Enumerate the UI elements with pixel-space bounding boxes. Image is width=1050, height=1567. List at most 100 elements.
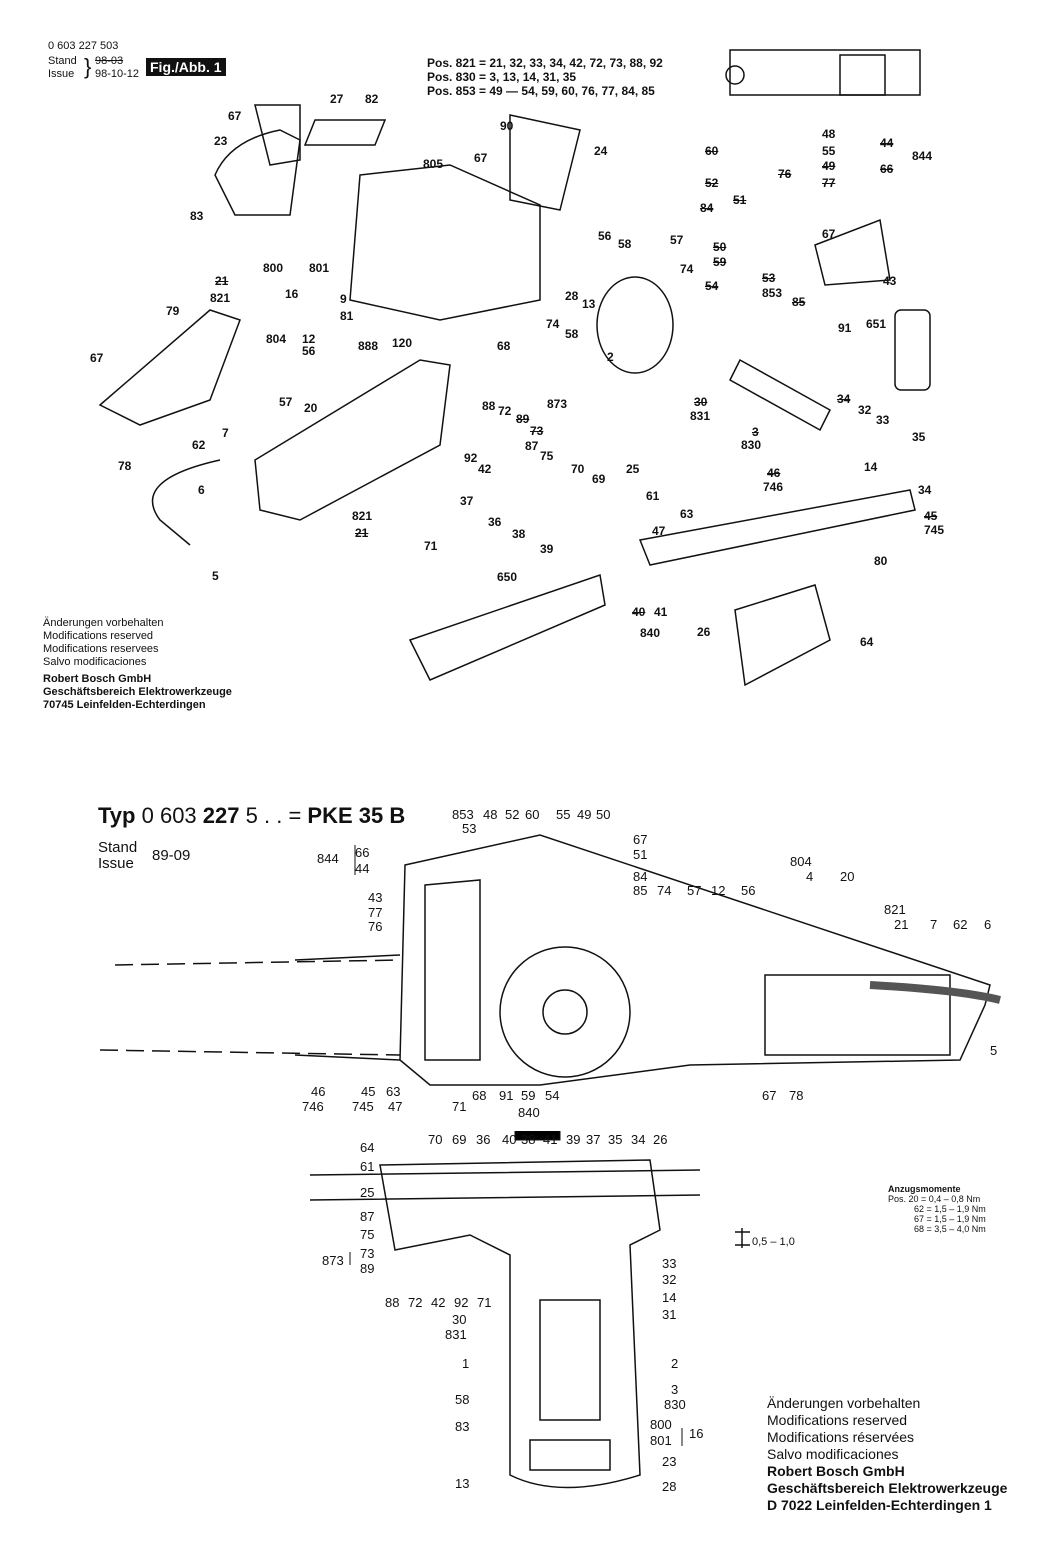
callout: 54 — [545, 1088, 560, 1103]
callout: 30 — [452, 1312, 467, 1327]
cord-sleeve — [869, 981, 1001, 1004]
callout: 40 — [502, 1132, 517, 1147]
callout: 32 — [858, 403, 872, 417]
callout: 59 — [713, 255, 727, 269]
gearbox-section — [379, 1159, 661, 1489]
bar-rails — [309, 1169, 701, 1201]
callout: 58 — [618, 237, 632, 251]
callout: 56 — [302, 344, 316, 358]
notice-line: Änderungen vorbehalten — [767, 1395, 921, 1411]
callout: 853 — [452, 807, 474, 822]
motor-symbol — [725, 65, 745, 85]
callout: 52 — [505, 807, 520, 822]
callout: 53 — [762, 271, 776, 285]
callout: 13 — [582, 297, 596, 311]
notice-line: Modifications reservees — [43, 643, 159, 655]
callout: 27 — [330, 92, 344, 106]
callout: 120 — [392, 336, 413, 350]
callout: 12 — [302, 332, 316, 346]
callout: 821 — [884, 902, 906, 917]
bar-guard-650 — [408, 574, 606, 681]
stand-value: 98-03 — [95, 55, 124, 67]
callout: 53 — [462, 821, 477, 836]
callout: 72 — [498, 404, 512, 418]
callout: 52 — [705, 176, 719, 190]
gap-note: 0,5 – 1,0 — [752, 1236, 795, 1248]
callout: 67 — [474, 151, 488, 165]
housing-half-right — [254, 359, 451, 521]
callout: 801 — [309, 261, 330, 275]
callout: 16 — [689, 1426, 704, 1441]
callout: 90 — [500, 119, 514, 133]
callout: 57 — [670, 233, 684, 247]
callout: 805 — [423, 157, 444, 171]
callout: 9 — [340, 292, 347, 306]
callout: 36 — [488, 515, 502, 529]
callout: 35 — [608, 1132, 623, 1147]
callout: 888 — [358, 339, 379, 353]
torque-title: Anzugsmomente — [888, 1184, 961, 1194]
callout: 55 — [822, 144, 836, 158]
guide-bar — [638, 489, 916, 566]
callout: 33 — [662, 1256, 677, 1271]
callout: 67 — [822, 227, 836, 241]
torque-row: Pos. 20 = 0,4 – 0,8 Nm — [888, 1194, 981, 1204]
oil-bottle-651 — [894, 309, 931, 391]
callout: 13 — [455, 1476, 470, 1491]
callout: 3 — [671, 1382, 679, 1397]
pos-note-830: Pos. 830 = 3, 13, 14, 31, 35 — [427, 70, 577, 84]
notice-line: Modifications reserved — [43, 630, 154, 642]
callout: 92 — [454, 1295, 469, 1310]
callout: 78 — [789, 1088, 804, 1103]
assembly-view-shapes — [99, 834, 1001, 1086]
callout: 38 — [512, 527, 526, 541]
callout: 3 — [752, 425, 759, 439]
rear-handle-shape — [214, 129, 301, 216]
notice-division: Geschäftsbereich Elektrowerkzeuge — [43, 686, 232, 698]
callout: 7 — [222, 426, 229, 440]
callout: 23 — [662, 1454, 677, 1469]
callout: 20 — [840, 869, 855, 884]
callout: 21 — [894, 917, 909, 932]
chain-cover-26 — [734, 584, 831, 687]
callout: 830 — [664, 1397, 686, 1412]
callout: 60 — [525, 807, 540, 822]
callout: 92 — [464, 451, 478, 465]
callout: 821 — [210, 291, 231, 305]
callout: 88 — [385, 1295, 400, 1310]
callout: 853 — [762, 286, 783, 300]
armature-830 — [729, 358, 831, 432]
notice-line: Modifications réservées — [767, 1429, 915, 1445]
callout: 800 — [263, 261, 284, 275]
callout: 91 — [838, 321, 852, 335]
notice-address: D 7022 Leinfelden-Echterdingen 1 — [767, 1497, 992, 1513]
callout: 75 — [360, 1227, 375, 1242]
notice-top: Änderungen vorbehalten Modifications res… — [43, 617, 232, 712]
callout: 50 — [596, 807, 611, 822]
type-issue: Issue — [98, 855, 134, 872]
callout: 69 — [452, 1132, 467, 1147]
callout: 37 — [460, 494, 474, 508]
issue-label: Issue — [48, 68, 75, 80]
type-stand: Stand — [98, 839, 138, 856]
callout: 47 — [652, 524, 666, 538]
typ-label: Typ — [98, 803, 136, 828]
pos-note-821: Pos. 821 = 21, 32, 33, 34, 42, 72, 73, 8… — [427, 56, 663, 70]
pos-note-853: Pos. 853 = 49 — 54, 59, 60, 76, 77, 84, … — [427, 84, 655, 98]
cover-plate-27 — [303, 119, 387, 146]
figure-badge: Fig./Abb. 1 — [146, 58, 226, 77]
callout: 78 — [118, 459, 132, 473]
callout: 87 — [360, 1209, 375, 1224]
callout: 44 — [355, 861, 370, 876]
callout: 34 — [837, 392, 851, 406]
callout: 72 — [408, 1295, 423, 1310]
callout: 54 — [705, 279, 719, 293]
callout: 59 — [521, 1088, 536, 1103]
callout: 746 — [763, 480, 784, 494]
callout: 81 — [340, 309, 354, 323]
callout: 38 — [521, 1132, 536, 1147]
callout: 60 — [705, 144, 719, 158]
callout: 39 — [566, 1132, 581, 1147]
stand-label: Stand — [48, 55, 77, 67]
